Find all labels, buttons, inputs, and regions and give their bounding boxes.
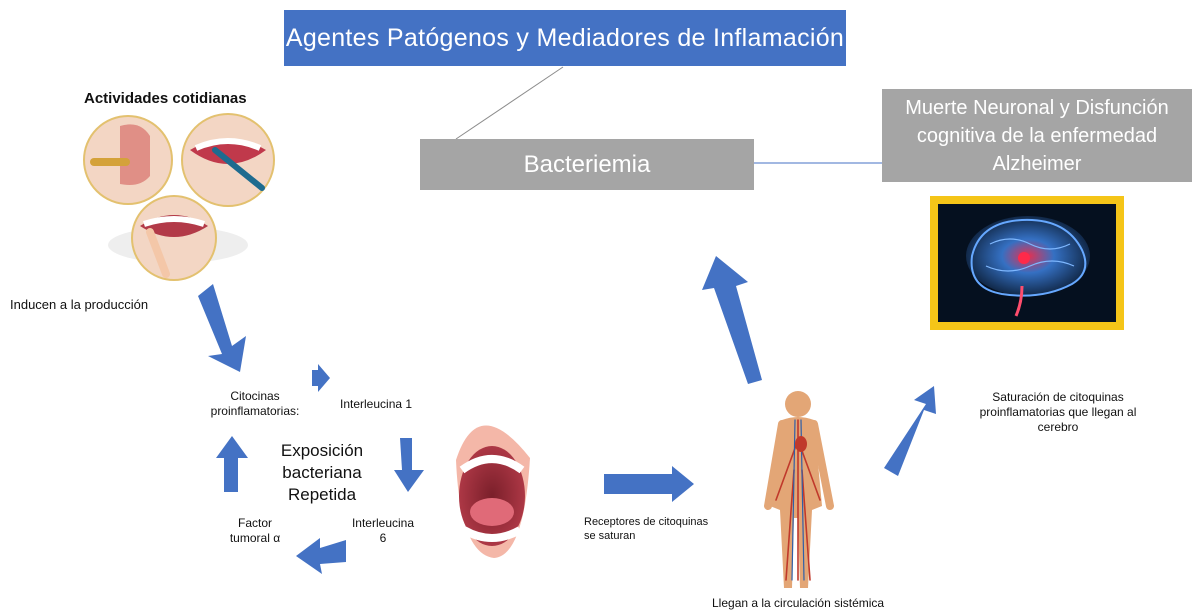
alzheimer-box: Muerte Neuronal y Disfunción cognitiva d… xyxy=(882,89,1192,182)
receptors-line1: Receptores de citoquinas xyxy=(584,516,709,528)
arrow-induce xyxy=(198,284,246,372)
activities-heading: Actividades cotidianas xyxy=(84,90,247,107)
arrow-cycle-bottom xyxy=(296,538,346,574)
arrow-cycle-left xyxy=(216,436,248,492)
citocinas-label: Citocinas proinflamatorias: xyxy=(208,389,302,419)
bacteriemia-text: Bacteriemia xyxy=(523,150,651,178)
receptors-label: Receptores de citoquinas se saturan xyxy=(584,515,708,543)
alzheimer-line3: Alzheimer xyxy=(992,152,1082,175)
interleucina-6-line1: Interleucina xyxy=(351,516,415,530)
exposicion-line3: Repetida xyxy=(287,485,357,504)
circulation-label: Llegan a la circulación sistémica xyxy=(712,596,885,610)
exposicion-label: Exposición bacteriana Repetida xyxy=(266,440,378,506)
factor-tumoral-line1: Factor xyxy=(237,516,272,530)
circulatory-system-illustration xyxy=(764,391,834,588)
floss-teeth-circle-icon xyxy=(131,195,217,281)
alzheimer-line2: cognitiva de la enfermedad xyxy=(916,124,1158,147)
bacteriemia-box: Bacteriemia xyxy=(420,139,754,190)
interleucina-6-line2: 6 xyxy=(379,531,387,545)
title-text: Agentes Patógenos y Mediadores de Inflam… xyxy=(285,23,845,52)
daily-activities-illustration xyxy=(83,113,275,281)
interleucina-6-label: Interleucina 6 xyxy=(346,516,420,546)
open-mouth-illustration xyxy=(456,425,530,558)
exposicion-line2: bacteriana xyxy=(282,463,362,482)
exposicion-line1: Exposición xyxy=(280,441,364,460)
induce-label: Inducen a la producción xyxy=(10,297,149,312)
connector-title-bacteriemia xyxy=(455,66,564,140)
interleucina-1-label: Interleucina 1 xyxy=(340,397,413,411)
arrow-to-brain xyxy=(884,386,936,476)
saturation-label: Saturación de citoquinas proinflamatoria… xyxy=(958,390,1158,435)
brain-image xyxy=(930,196,1124,330)
title-box: Agentes Patógenos y Mediadores de Inflam… xyxy=(284,10,846,66)
citocinas-label-line2: proinflamatorias: xyxy=(210,404,300,418)
citocinas-label-line1: Citocinas xyxy=(230,389,280,403)
factor-tumoral-label: Factor tumoral α xyxy=(210,516,300,546)
arrow-cycle-right xyxy=(394,438,424,492)
saturation-line2: proinflamatorias que llegan al xyxy=(979,405,1137,419)
saturation-line3: cerebro xyxy=(1037,420,1079,434)
arrow-cycle-top xyxy=(312,364,330,392)
arrow-to-bacteriemia xyxy=(702,256,762,384)
receptors-line2: se saturan xyxy=(584,530,636,542)
arrow-to-body xyxy=(604,466,694,502)
alzheimer-line1: Muerte Neuronal y Disfunción xyxy=(905,96,1169,119)
saturation-line1: Saturación de citoquinas xyxy=(992,390,1124,404)
factor-tumoral-line2: tumoral α xyxy=(229,531,281,545)
